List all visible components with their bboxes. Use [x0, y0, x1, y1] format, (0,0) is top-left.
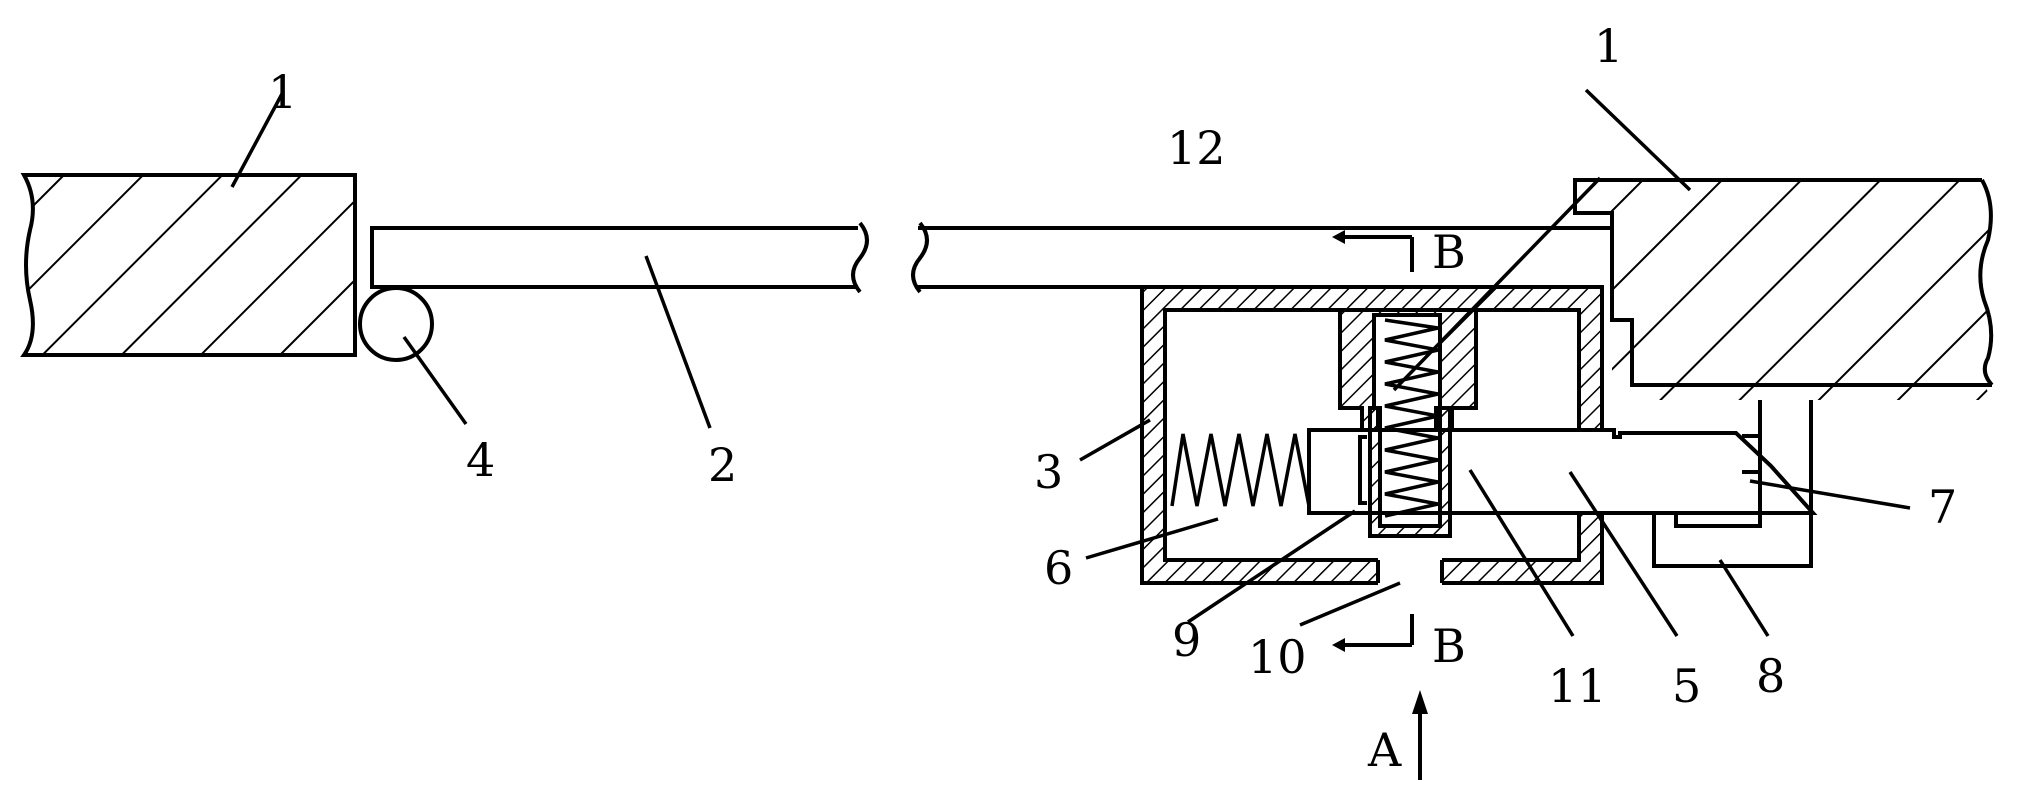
vertical-spring — [1384, 318, 1439, 518]
right-wall — [1573, 178, 1994, 400]
view-arrow — [1412, 690, 1428, 780]
label-view: A — [1367, 723, 1402, 777]
left-wall — [20, 173, 357, 357]
label-strike: 8 — [1756, 649, 1785, 703]
label-spring-horizontal: 6 — [1044, 541, 1073, 595]
label-housing: 3 — [1034, 445, 1063, 499]
strike — [1652, 400, 1813, 568]
roller — [358, 286, 434, 362]
label-roller: 4 — [466, 433, 495, 487]
pin — [1358, 435, 1367, 505]
inner-sleeve — [1368, 406, 1452, 538]
label-hole: 10 — [1248, 630, 1307, 684]
label-bevel: 7 — [1928, 480, 1957, 534]
label-spring-vertical: 12 — [1167, 121, 1226, 175]
door-panel — [370, 221, 1614, 294]
latch-bolt — [1307, 428, 1818, 515]
section-marker-bottom — [1332, 614, 1414, 652]
label-wall-right: 1 — [1594, 19, 1623, 73]
leader-lines — [230, 88, 1911, 637]
section-marker-top — [1332, 230, 1414, 272]
label-latch-bolt: 5 — [1672, 659, 1701, 713]
label-door-panel: 2 — [708, 438, 737, 492]
label-wall-left: 1 — [268, 65, 297, 119]
label-sleeve: 11 — [1548, 659, 1607, 713]
label-pin: 9 — [1172, 613, 1201, 667]
label-section-bottom: B — [1432, 619, 1466, 673]
label-section-top: B — [1432, 225, 1466, 279]
